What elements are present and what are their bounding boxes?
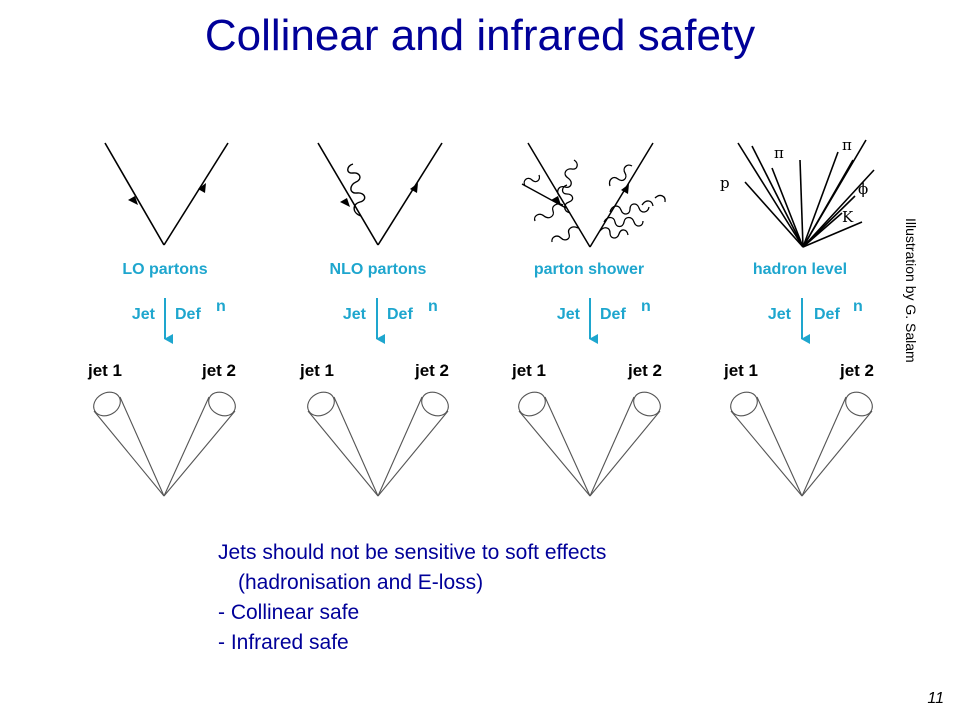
- jet-2-label: jet 2: [201, 361, 236, 380]
- jet-2-label: jet 2: [627, 361, 662, 380]
- jet-def-superscript: n: [853, 298, 863, 315]
- jet-def-superscript: n: [641, 298, 651, 315]
- panel-label: hadron level: [753, 261, 847, 278]
- hadron-tracks: [737, 139, 875, 248]
- jet-def-right: Def: [175, 306, 201, 323]
- body-text: Jets should not be sensitive to soft eff…: [218, 538, 818, 658]
- nlo-parton-lines: [317, 142, 443, 246]
- panel-label: parton shower: [534, 261, 644, 278]
- illustration-credit-text: Illustration by G. Salam: [903, 218, 919, 363]
- jet-2-label: jet 2: [414, 361, 449, 380]
- body-line: Jets should not be sensitive to soft eff…: [218, 541, 607, 564]
- panel-parton-shower: parton shower Jet Def n jet 1 jet 2: [511, 142, 666, 497]
- jet-cones: [93, 391, 236, 497]
- panel-hadron-level: p π π ϕ K hadron level Jet Def n jet 1 j…: [720, 136, 875, 497]
- lo-parton-lines: [104, 142, 229, 246]
- panel-nlo-partons: NLO partons Jet Def n jet 1 jet 2: [299, 142, 449, 497]
- page-number: 11: [927, 690, 944, 707]
- jet-def-left: Jet: [343, 306, 367, 323]
- jet-1-label: jet 1: [299, 361, 334, 380]
- panel-label: LO partons: [122, 261, 207, 278]
- particle-label-pi-left: π: [774, 144, 784, 162]
- jet-1-label: jet 1: [723, 361, 758, 380]
- jet-def-right: Def: [814, 306, 840, 323]
- jet-def-superscript: n: [216, 298, 226, 315]
- jet-def-superscript: n: [428, 298, 438, 315]
- body-bullet-infrared: - Infrared safe: [218, 631, 349, 654]
- jet-def-left: Jet: [557, 306, 581, 323]
- illustration-credit: Illustration by G. Salam: [903, 218, 935, 418]
- particle-label-k: K: [842, 208, 854, 226]
- body-line: (hadronisation and E-loss): [238, 571, 484, 594]
- particle-label-pi-right: π: [842, 136, 852, 154]
- jet-1-label: jet 1: [87, 361, 122, 380]
- jet-2-label: jet 2: [839, 361, 874, 380]
- jet-def-left: Jet: [768, 306, 792, 323]
- jet-def-right: Def: [600, 306, 626, 323]
- panel-label: NLO partons: [330, 261, 427, 278]
- jet-def-left: Jet: [132, 306, 156, 323]
- particle-label-p: p: [720, 174, 730, 192]
- jet-1-label: jet 1: [511, 361, 546, 380]
- jet-def-right: Def: [387, 306, 413, 323]
- panel-lo-partons: LO partons Jet Def n jet 1 jet 2: [87, 142, 236, 497]
- jet-cones: [730, 391, 873, 497]
- slide-title: Collinear and infrared safety: [204, 11, 756, 60]
- body-bullet-collinear: - Collinear safe: [218, 601, 360, 624]
- particle-label-phi: ϕ: [858, 180, 868, 198]
- parton-shower-lines: [521, 142, 666, 248]
- jet-cones: [518, 391, 661, 497]
- jet-cones: [307, 391, 449, 497]
